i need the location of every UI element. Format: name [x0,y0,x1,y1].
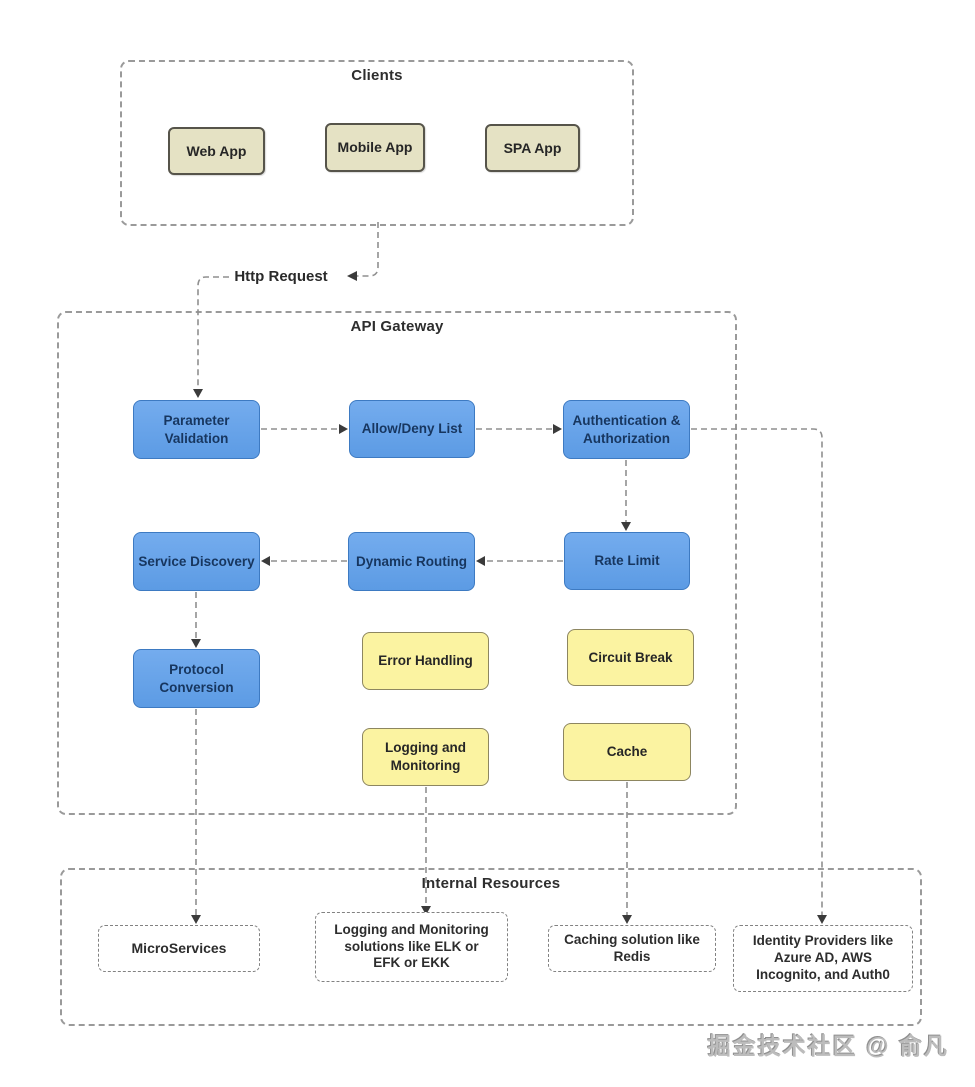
node-mobile-app: Mobile App [325,123,425,172]
http-request-label: Http Request [234,268,328,285]
node-allow-deny-list: Allow/Deny List [349,400,475,458]
node-rate-limit: Rate Limit [564,532,690,590]
node-web-app-label: Web App [186,142,247,159]
node-web-app: Web App [168,127,265,175]
node-spa-app: SPA App [485,124,580,172]
node-microservices-label: MicroServices [131,939,227,956]
node-authentication-authorization: Authentication & Authorization [563,400,690,459]
node-protocol-conversion-label: Protocol Conversion [159,661,234,695]
node-identity-providers: Identity Providers like Azure AD, AWS In… [733,925,913,992]
arrowhead-http-request [347,271,357,281]
node-cache: Cache [563,723,691,781]
node-error-handling-label: Error Handling [378,653,473,669]
node-caching-solution-label: Caching solution like Redis [564,931,700,964]
node-dynamic-routing: Dynamic Routing [348,532,475,591]
node-authentication-authorization-label: Authentication & Authorization [572,412,681,446]
node-spa-app-label: SPA App [503,139,562,156]
node-service-discovery-label: Service Discovery [138,553,255,569]
node-mobile-app-label: Mobile App [337,139,413,156]
node-parameter-validation: Parameter Validation [133,400,260,459]
node-logging-monitoring: Logging and Monitoring [362,728,489,786]
watermark: 掘金技术社区 @ 俞凡 [707,1033,949,1059]
node-allow-deny-list-label: Allow/Deny List [361,421,463,437]
node-microservices: MicroServices [98,925,260,972]
api-gateway-title: API Gateway [350,318,444,335]
clients-title: Clients [351,67,403,84]
node-dynamic-routing-label: Dynamic Routing [355,553,467,569]
node-logging-solutions-label: Logging and Monitoring solutions like EL… [334,921,489,971]
node-rate-limit-label: Rate Limit [594,553,660,569]
node-cache-label: Cache [606,744,648,760]
edge-clients-to-http-request [356,222,379,277]
node-circuit-break: Circuit Break [567,629,694,686]
node-caching-solution: Caching solution like Redis [548,925,716,972]
node-error-handling: Error Handling [362,632,489,690]
node-circuit-break-label: Circuit Break [588,649,673,665]
internal-resources-title: Internal Resources [421,875,561,892]
node-logging-solutions: Logging and Monitoring solutions like EL… [315,912,508,982]
node-identity-providers-label: Identity Providers like Azure AD, AWS In… [752,933,894,982]
node-service-discovery: Service Discovery [133,532,260,591]
node-parameter-validation-label: Parameter Validation [163,412,230,446]
node-protocol-conversion: Protocol Conversion [133,649,260,708]
internal-resources-container: Internal Resources [60,868,922,1026]
node-logging-monitoring-label: Logging and Monitoring [385,740,466,773]
